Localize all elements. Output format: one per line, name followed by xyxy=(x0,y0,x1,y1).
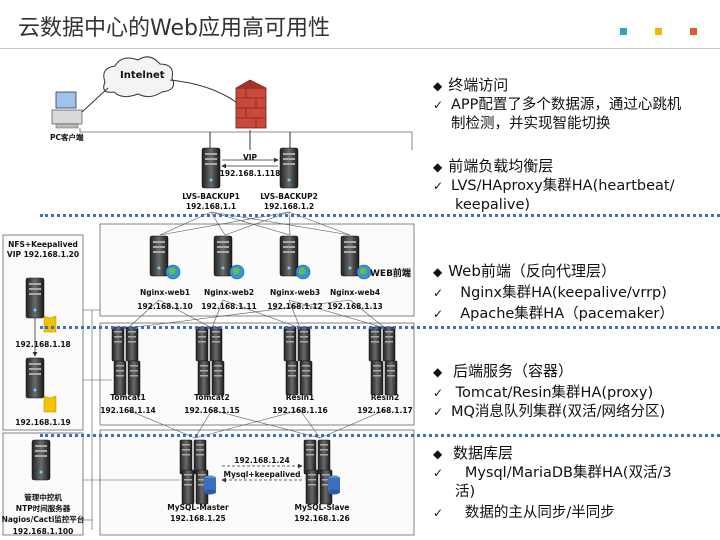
check-icon: ✓ xyxy=(433,307,444,321)
bullet-text: MQ消息队列集群(双活/网络分区) xyxy=(451,404,666,420)
resin1-ip: 192.168.1.16 xyxy=(272,406,328,415)
resin2-name: Resin2 xyxy=(370,393,400,402)
mgmt-line-3: Nagios/Cacti监控平台 xyxy=(1,515,85,524)
title-divider xyxy=(0,48,720,49)
nginx-web3-ip: 192.168.1.12 xyxy=(267,302,323,311)
nginx-web2-name: Nginx-web2 xyxy=(203,288,255,297)
section-backend-services: ◆ 后端服务（容器） ✓ Tomcat/Resin集群HA(proxy) ✓MQ… xyxy=(433,362,666,420)
check-icon: ✓ xyxy=(433,386,444,400)
separator-1 xyxy=(40,214,720,217)
vip-label: VIP xyxy=(242,153,258,162)
check-icon: ✓ xyxy=(433,286,444,300)
lvs-backup2-name: LVS-BACKUP2 xyxy=(260,192,318,201)
check-icon: ✓ xyxy=(433,179,444,193)
tomcat2-ip: 192.168.1.15 xyxy=(184,406,240,415)
bullet-text: 活) xyxy=(455,484,476,500)
tomcat1-name: Tomcat1 xyxy=(110,393,146,402)
mysql-master-name: MySQL-Master xyxy=(167,503,229,512)
bullet-text: 制检测，并实现智能切换 xyxy=(451,116,611,132)
section-heading: 后端服务（容器） xyxy=(448,362,574,380)
accent-square-orange xyxy=(690,28,697,35)
nginx-web2-ip: 192.168.1.11 xyxy=(201,302,257,311)
lvs-backup2-ip: 192.168.1.2 xyxy=(263,202,315,211)
web-front-label: WEB前端 xyxy=(370,269,411,279)
section-heading: 终端访问 xyxy=(448,76,509,94)
bullet-text: Nginx集群HA(keepalive/vrrp) xyxy=(451,285,667,301)
bullet-text: LVS/HAproxy集群HA(heartbeat/ xyxy=(451,178,675,194)
resin1-name: Resin1 xyxy=(285,393,315,402)
tomcat2-name: Tomcat2 xyxy=(194,393,230,402)
network-diagram xyxy=(2,56,415,536)
section-web-frontend: ◆Web前端（反向代理层） ✓ Nginx集群HA(keepalive/vrrp… xyxy=(433,262,674,322)
bullet-text: keepalive) xyxy=(455,197,531,213)
separator-3 xyxy=(40,434,720,437)
check-icon: ✓ xyxy=(433,466,444,480)
nginx-web4-ip: 192.168.1.13 xyxy=(327,302,383,311)
bullet-text: Tomcat/Resin集群HA(proxy) xyxy=(451,385,654,401)
resin2-ip: 192.168.1.17 xyxy=(357,406,413,415)
db-link-ip: 192.168.1.24 xyxy=(234,456,290,465)
nfs-title: NFS+Keepalived xyxy=(8,240,78,249)
bullet-text: Mysql/MariaDB集群HA(双活/3 xyxy=(451,465,672,481)
section-heading: Web前端（反向代理层） xyxy=(448,262,616,280)
mgmt-line-1: 管理中控机 xyxy=(24,493,62,502)
bullet-text: 数据的主从同步/半同步 xyxy=(451,505,615,521)
lvs-backup1-name: LVS-BACKUP1 xyxy=(182,192,240,201)
nginx-web1-name: Nginx-web1 xyxy=(139,288,191,297)
nfs-vip: VIP 192.168.1.20 xyxy=(6,250,80,259)
bullet-text: Apache集群HA（pacemaker） xyxy=(451,306,674,322)
mgmt-line-2: NTP时间服务器 xyxy=(15,504,71,513)
nginx-web3-name: Nginx-web3 xyxy=(269,288,321,297)
nginx-web4-name: Nginx-web4 xyxy=(329,288,381,297)
section-terminal-access: ◆终端访问 ✓APP配置了多个数据源，通过心跳机 制检测，并实现智能切换 xyxy=(433,76,682,132)
mgmt-ip: 192.168.1.100 xyxy=(12,527,74,536)
pc-client-label: PC客户端 xyxy=(50,133,84,142)
vip-ip-label: 192.168.1.118 xyxy=(219,169,281,178)
section-heading: 前端负载均衡层 xyxy=(448,157,554,175)
accent-square-teal xyxy=(620,28,627,35)
nginx-web1-ip: 192.168.1.10 xyxy=(137,302,193,311)
bullet-text: APP配置了多个数据源，通过心跳机 xyxy=(451,97,682,113)
section-heading: 数据库层 xyxy=(448,444,514,462)
slide-title: 云数据中心的Web应用高可用性 xyxy=(18,16,330,41)
nfs-ip-1: 192.168.1.18 xyxy=(15,340,71,349)
section-load-balancer: ◆前端负载均衡层 ✓LVS/HAproxy集群HA(heartbeat/ kee… xyxy=(433,157,675,213)
nfs-ip-2: 192.168.1.19 xyxy=(15,418,71,427)
tomcat1-ip: 192.168.1.14 xyxy=(100,406,156,415)
db-link-label: Mysql+keepalived xyxy=(223,470,301,479)
check-icon: ✓ xyxy=(433,98,444,112)
separator-2 xyxy=(40,326,720,329)
accent-square-yellow xyxy=(655,28,662,35)
mysql-slave-name: MySQL-Slave xyxy=(294,503,350,512)
mysql-slave-ip: 192.168.1.26 xyxy=(294,514,350,523)
check-icon: ✓ xyxy=(433,405,444,419)
check-icon: ✓ xyxy=(433,506,444,520)
section-database: ◆ 数据库层 ✓ Mysql/MariaDB集群HA(双活/3 活) ✓ 数据的… xyxy=(433,444,672,521)
lvs-backup1-ip: 192.168.1.1 xyxy=(185,202,237,211)
internet-label: Intelnet xyxy=(120,70,165,81)
mysql-master-ip: 192.168.1.25 xyxy=(170,514,226,523)
